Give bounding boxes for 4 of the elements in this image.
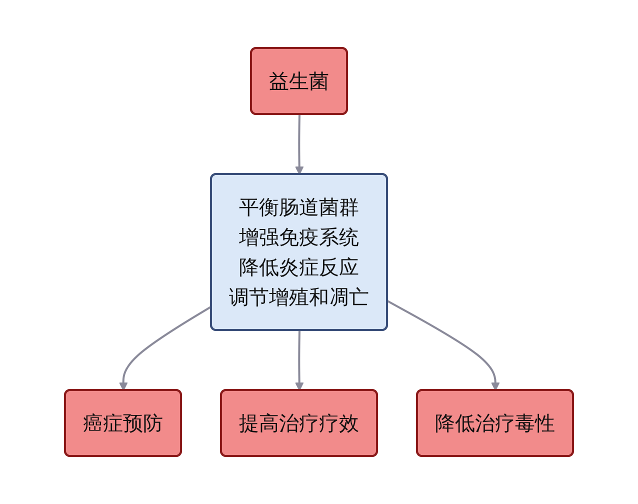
arrow bbox=[294, 330, 304, 391]
arrow bbox=[387, 300, 500, 391]
arrow bbox=[294, 114, 304, 175]
arrow bbox=[118, 306, 212, 391]
